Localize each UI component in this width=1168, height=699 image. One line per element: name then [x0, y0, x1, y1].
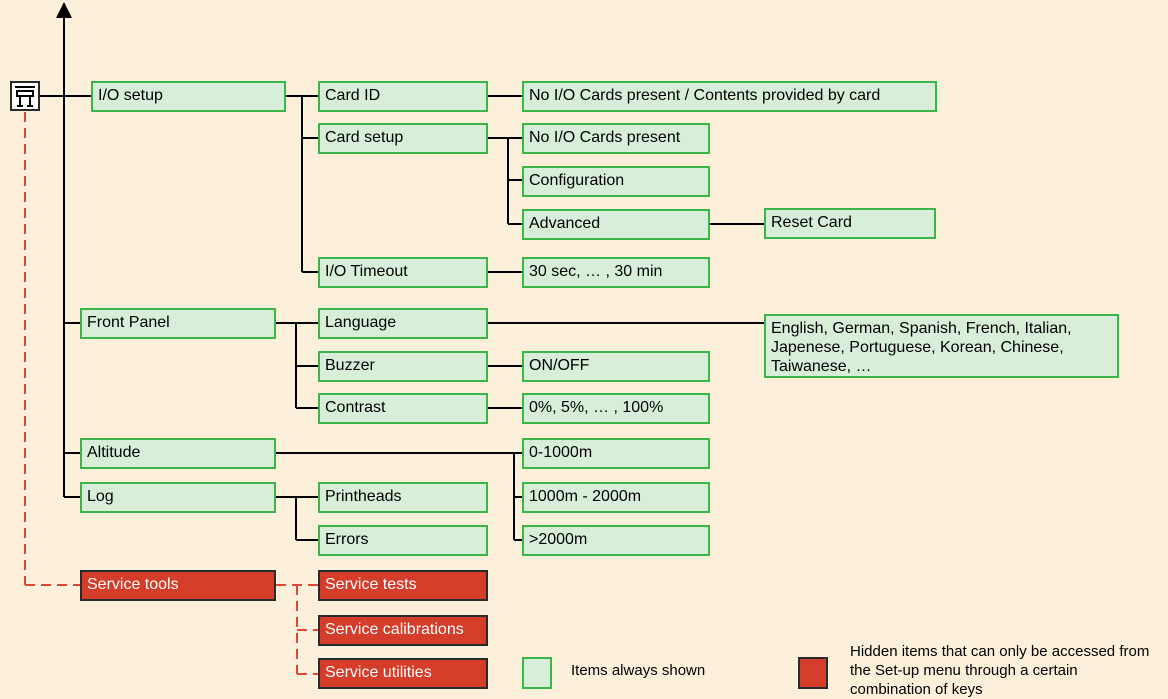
altitude-option-3[interactable]: >2000m — [522, 525, 710, 556]
menu-item-contrast[interactable]: Contrast — [318, 393, 488, 424]
language-value[interactable]: English, German, Spanish, French, Italia… — [764, 314, 1119, 378]
legend-label-shown: Items always shown — [571, 662, 706, 679]
menu-item-service-calibrations[interactable]: Service calibrations — [318, 615, 488, 646]
arrow-up-icon — [56, 2, 72, 18]
io-timeout-value[interactable]: 30 sec, … , 30 min — [522, 257, 710, 288]
option-configuration[interactable]: Configuration — [522, 166, 710, 197]
menu-item-log[interactable]: Log — [80, 482, 276, 513]
menu-item-altitude[interactable]: Altitude — [80, 438, 276, 469]
buzzer-value[interactable]: ON/OFF — [522, 351, 710, 382]
option-reset-card[interactable]: Reset Card — [764, 208, 936, 239]
menu-item-io-setup[interactable]: I/O setup — [91, 81, 286, 112]
menu-item-printheads[interactable]: Printheads — [318, 482, 488, 513]
printer-icon — [10, 81, 40, 111]
menu-item-card-id[interactable]: Card ID — [318, 81, 488, 112]
menu-item-service-utilities[interactable]: Service utilities — [318, 658, 488, 689]
menu-item-language[interactable]: Language — [318, 308, 488, 339]
altitude-option-1[interactable]: 0-1000m — [522, 438, 710, 469]
menu-item-io-timeout[interactable]: I/O Timeout — [318, 257, 488, 288]
menu-item-front-panel[interactable]: Front Panel — [80, 308, 276, 339]
card-id-value: No I/O Cards present / Contents provided… — [522, 81, 937, 112]
menu-item-buzzer[interactable]: Buzzer — [318, 351, 488, 382]
option-advanced[interactable]: Advanced — [522, 209, 710, 240]
legend-swatch-hidden — [798, 657, 828, 689]
menu-item-service-tools[interactable]: Service tools — [80, 570, 276, 601]
menu-item-service-tests[interactable]: Service tests — [318, 570, 488, 601]
legend-label-hidden: Hidden items that can only be accessed f… — [850, 643, 1150, 698]
contrast-value[interactable]: 0%, 5%, … , 100% — [522, 393, 710, 424]
legend-swatch-shown — [522, 657, 552, 689]
altitude-option-2[interactable]: 1000m - 2000m — [522, 482, 710, 513]
option-no-cards[interactable]: No I/O Cards present — [522, 123, 710, 154]
menu-item-card-setup[interactable]: Card setup — [318, 123, 488, 154]
menu-item-errors[interactable]: Errors — [318, 525, 488, 556]
